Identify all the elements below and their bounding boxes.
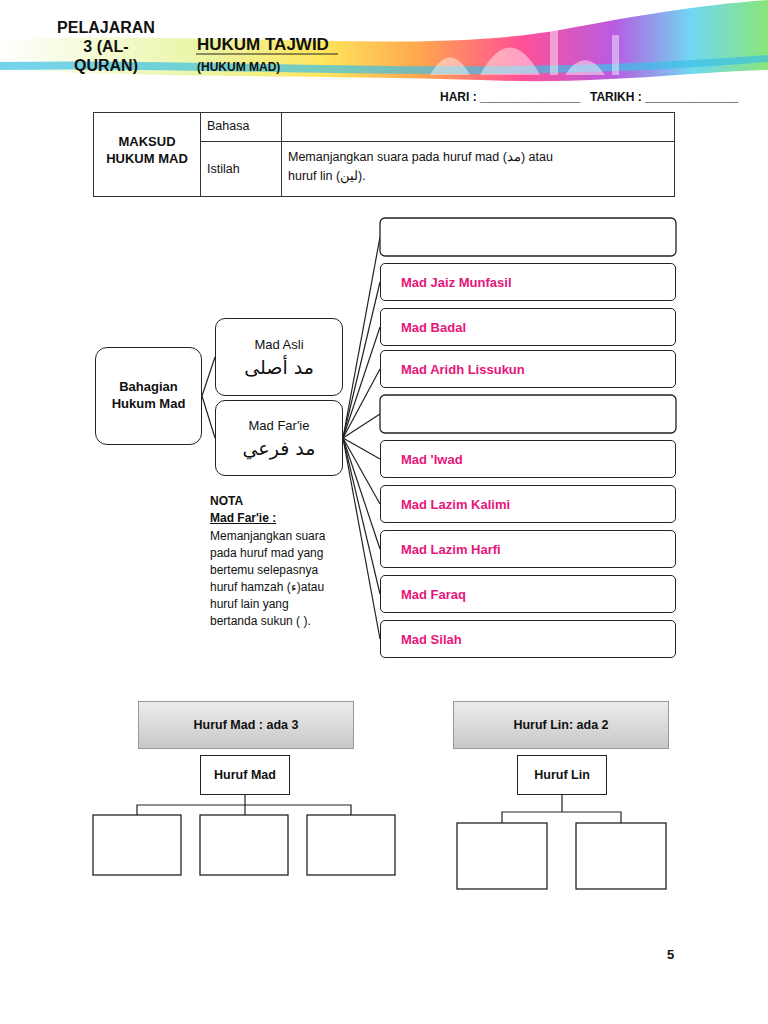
node-title: Huruf Mad : ada 3 (194, 718, 299, 732)
connector-line (343, 282, 380, 438)
page-title: HUKUM TAJWID (197, 35, 329, 55)
node-title: Mad Faraq (401, 587, 466, 602)
table-cell (281, 112, 675, 142)
node-title: Mad Jaiz Munfasil (401, 275, 512, 290)
node-title: Mad Far'ie (248, 418, 309, 433)
mosque-silhouette (430, 25, 619, 75)
blank-boxes (93, 218, 676, 889)
table-header: MAKSUD HUKUM MAD (95, 134, 199, 168)
note-heading: NOTA (210, 494, 243, 508)
connector-line (343, 369, 380, 438)
mad-bracket (137, 805, 351, 815)
subtype-box: Mad Jaiz Munfasil (380, 263, 676, 301)
connector-line (202, 396, 215, 438)
node-title: Huruf Lin (534, 768, 590, 782)
connector-line (343, 327, 380, 438)
connector-line (343, 438, 380, 549)
lesson-heading: PELAJARAN 3 (AL-QURAN) (52, 18, 160, 76)
node-title: Huruf Lin: ada 2 (513, 718, 608, 732)
subtype-box: Mad Lazim Kalimi (380, 485, 676, 523)
node-title: Bahagian Hukum Mad (100, 379, 197, 413)
category-box: Bahagian Hukum Mad (95, 347, 202, 445)
node-title: Mad 'Iwad (401, 452, 463, 467)
lin-bracket (502, 812, 621, 823)
note-term: Mad Far'ie : (210, 511, 276, 525)
node-title: Huruf Mad (214, 768, 276, 782)
node-title: Mad Silah (401, 632, 462, 647)
subtype-box: Mad Badal (380, 308, 676, 346)
date-field: TARIKH : ______________ (590, 90, 739, 104)
header-band: Huruf Mad : ada 3 (138, 701, 354, 749)
subtype-box: Mad Aridh Lissukun (380, 350, 676, 388)
table-cell-text: Istilah (207, 162, 240, 176)
connector-line (202, 357, 215, 396)
node-title: Mad Aridh Lissukun (401, 362, 525, 377)
subtype-box: Mad Lazim Harfi (380, 530, 676, 568)
table-cell (281, 141, 675, 197)
subtype-box: Mad Faraq (380, 575, 676, 613)
table-cell-text: Bahasa (207, 119, 249, 133)
header-band: Huruf Lin: ada 2 (453, 701, 669, 749)
letter-box: Huruf Mad (200, 755, 290, 795)
definition-text: Memanjangkan suara pada huruf mad (مد) a… (288, 148, 568, 187)
connector-line (343, 438, 380, 594)
type-box: Mad Far'ie مد فرعي (215, 400, 343, 476)
node-title: Mad Lazim Kalimi (401, 497, 510, 512)
day-field: HARI : _______________ (440, 90, 580, 104)
letter-box: Huruf Lin (517, 755, 607, 795)
lin-bracket-stem (561, 795, 562, 812)
subtype-box: Mad 'Iwad (380, 440, 676, 478)
page-number: 5 (667, 947, 674, 962)
subtype-box: Mad Silah (380, 620, 676, 658)
subtitle: (HUKUM MAD) (197, 60, 280, 74)
connector-line (343, 438, 380, 639)
mad-bracket-stem (244, 795, 245, 805)
node-arabic: مد أصلى (244, 356, 314, 378)
node-title: Mad Badal (401, 320, 466, 335)
node-arabic: مد فرعي (243, 437, 316, 459)
type-box: Mad Asli مد أصلى (215, 318, 343, 396)
crescent (539, 8, 554, 24)
note-body: Memanjangkan suara pada huruf mad yang b… (210, 528, 334, 630)
node-title: Mad Lazim Harfi (401, 542, 501, 557)
banner-wave (0, 0, 768, 81)
node-title: Mad Asli (254, 337, 303, 352)
